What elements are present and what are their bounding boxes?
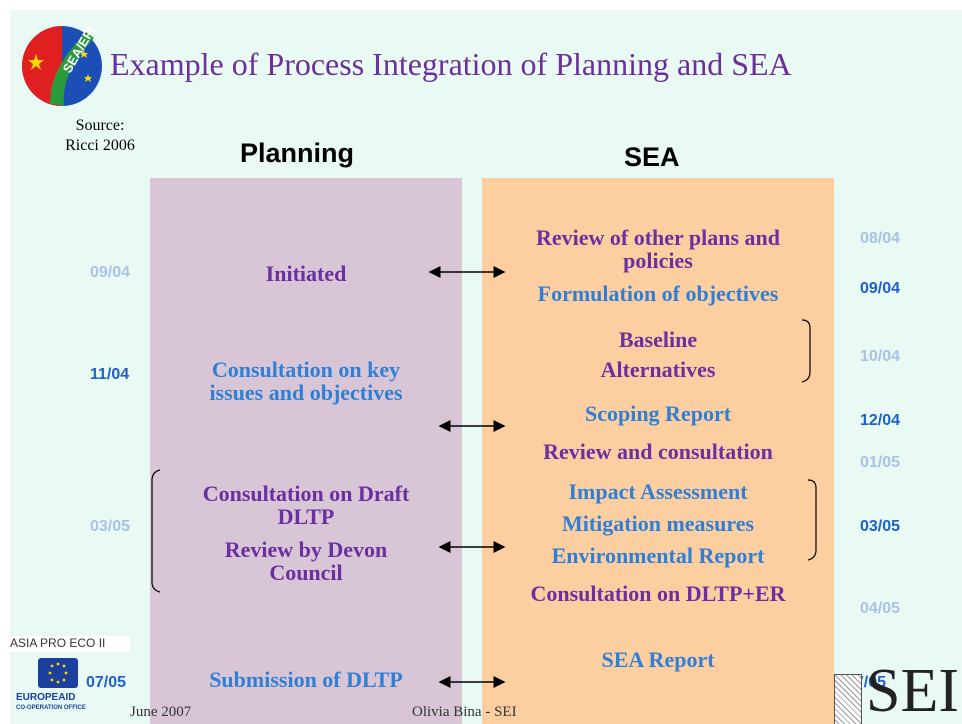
planning-consultation-draft-line2: DLTP (277, 504, 335, 529)
sei-logo: SEI (866, 657, 959, 724)
sea-scoping-report: Scoping Report (584, 401, 732, 426)
bracket-impact (807, 479, 817, 561)
planning-submission: Submission of DLTP (209, 667, 403, 692)
planning-review-devon-line2: Council (269, 560, 343, 585)
left-date-1104: 11/04 (90, 366, 130, 383)
sea-alternatives: Alternatives (600, 357, 716, 382)
left-date-0705: 07/05 (86, 674, 127, 691)
connector-layer (151, 266, 817, 688)
footer-date: June 2007 (130, 704, 192, 720)
slide-title: Example of Process Integration of Planni… (110, 46, 792, 82)
sea-impact-assessment: Impact Assessment (568, 479, 748, 504)
right-date-0904: 09/04 (860, 280, 901, 297)
slide: SEA/EPI Example of Process Integration o… (10, 10, 962, 724)
bracket-draft (151, 469, 161, 593)
planning-review-devon: Review by Devon Council (150, 538, 462, 584)
right-date-0305: 03/05 (860, 518, 901, 535)
sea-report: SEA Report (601, 647, 715, 672)
planning-column (150, 178, 462, 724)
left-date-0904: 09/04 (90, 264, 131, 281)
right-date-0804: 08/04 (860, 230, 901, 247)
footer-author: Olivia Bina - SEI (412, 704, 517, 720)
planning-initiated: Initiated (265, 261, 347, 286)
eu-flag-icon (38, 658, 78, 688)
source-citation: Ricci 2006 (65, 137, 135, 154)
sea-formulation: Formulation of objectives (537, 281, 779, 306)
left-date-0305: 03/05 (90, 518, 131, 535)
sea-column (482, 178, 834, 724)
sea-review-plans: Review of other plans and policies (482, 226, 834, 272)
right-date-1004: 10/04 (860, 348, 901, 365)
source-label: Source: (75, 117, 125, 134)
planning-header: Planning (240, 138, 354, 168)
asia-pro-eco-logo: ASIA PRO ECO II (10, 636, 130, 652)
planning-consultation-draft-line1: Consultation on Draft (202, 481, 410, 506)
sea-review-plans-line1: Review of other plans and (535, 225, 781, 250)
sea-consultation-dltp-er: Consultation on DLTP+ER (530, 581, 786, 606)
planning-review-devon-line1: Review by Devon (224, 537, 388, 562)
right-date-0105: 01/05 (860, 454, 901, 471)
europeaid-logo-line1: EUROPEAID (16, 692, 76, 703)
sea-review-plans-line2: policies (623, 248, 693, 273)
sea-environmental-report: Environmental Report (551, 543, 765, 568)
europeaid-logo: EUROPEAID CO-OPERATION OFFICE (16, 692, 116, 714)
source-note: Source: Ricci 2006 (50, 116, 150, 156)
sea-header: SEA (624, 142, 680, 172)
planning-consultation-key-issues-line2: issues and objectives (209, 380, 403, 405)
sea-baseline: Baseline (618, 327, 698, 352)
sea-mitigation: Mitigation measures (561, 511, 755, 536)
right-date-1204: 12/04 (860, 412, 901, 429)
planning-consultation-key-issues: Consultation on key issues and objective… (150, 358, 462, 404)
sei-logo-mark (834, 674, 862, 724)
right-date-0405: 04/05 (860, 600, 901, 617)
europeaid-logo-line2: CO-OPERATION OFFICE (16, 705, 86, 711)
planning-consultation-key-issues-line1: Consultation on key (211, 357, 401, 382)
planning-consultation-draft: Consultation on Draft DLTP (150, 482, 462, 528)
sea-review-consultation: Review and consultation (543, 439, 773, 464)
bracket-baseline (801, 319, 811, 383)
sea-epi-logo: SEA/EPI (22, 24, 102, 106)
